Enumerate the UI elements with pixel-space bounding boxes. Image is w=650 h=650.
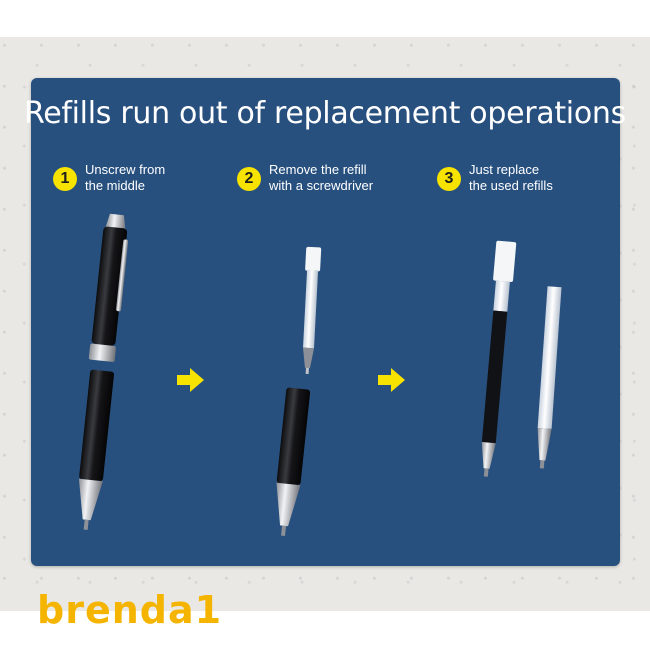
step-1-text: Unscrew from the middle: [85, 162, 166, 193]
step-2: 2 Remove the refill with a screwdriver: [237, 162, 373, 194]
instruction-panel: [31, 78, 620, 566]
arrow-right-icon: [177, 368, 204, 392]
step-3-badge: 3: [437, 167, 461, 191]
step-2-badge: 2: [237, 167, 261, 191]
panel-title: Refills run out of replacement operation…: [24, 96, 626, 131]
pen-bottom-icon: [78, 369, 114, 530]
refill-icon: [537, 286, 562, 469]
step-1: 1 Unscrew from the middle: [53, 162, 165, 194]
step-3: 3 Just replace the used refills: [437, 162, 553, 194]
step-3-text: Just replace the used refills: [469, 162, 553, 193]
pen-top-icon: [88, 213, 129, 362]
step-1-badge: 1: [53, 167, 77, 191]
step-2-text: Remove the refill with a screwdriver: [269, 162, 374, 193]
watermark-text: brenda1: [37, 588, 223, 632]
pen-bottom-icon: [276, 387, 311, 536]
arrow-right-icon: [378, 368, 405, 392]
refill-icon: [481, 240, 517, 477]
refill-icon: [303, 246, 322, 375]
